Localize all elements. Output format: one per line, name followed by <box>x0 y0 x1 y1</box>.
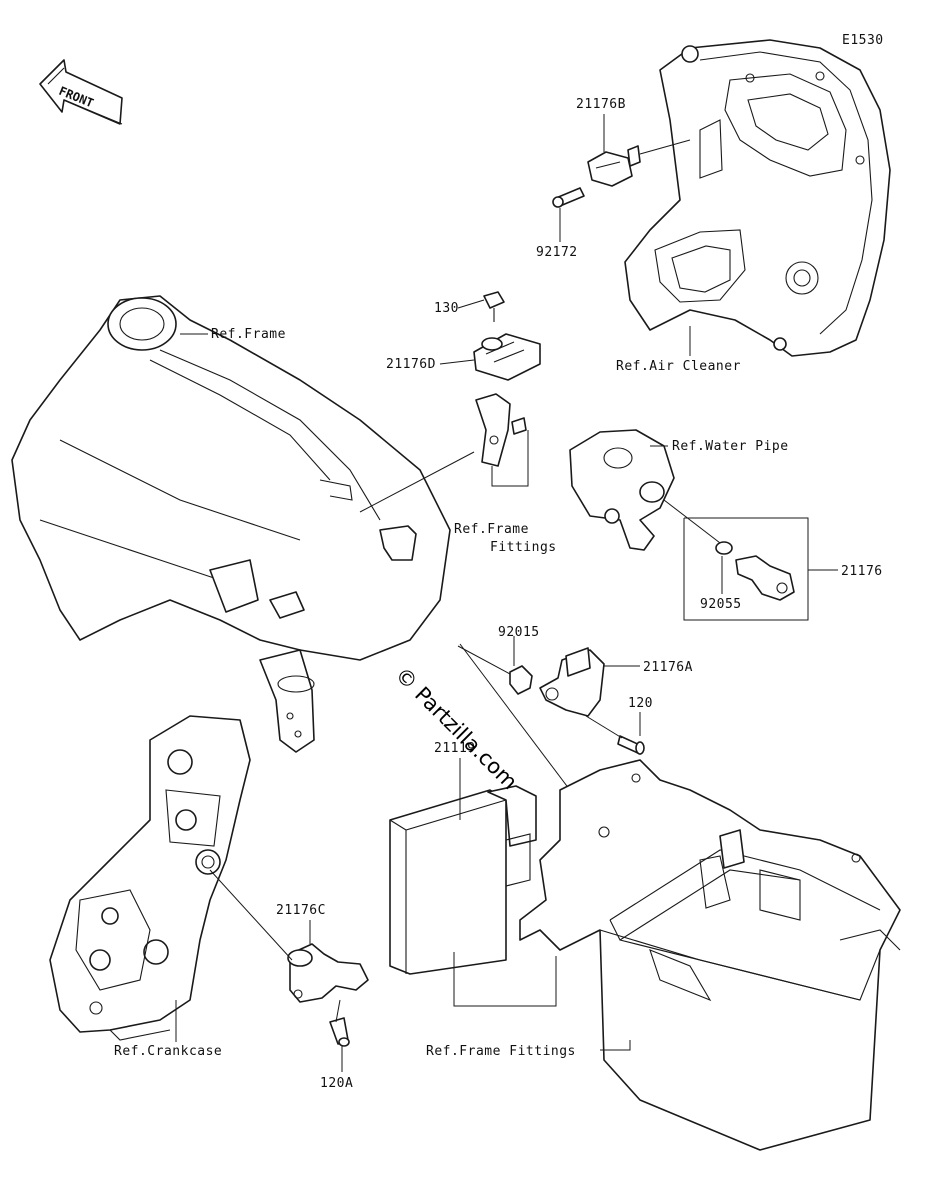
label-21119: 21119 <box>434 741 476 756</box>
bracket <box>475 393 527 467</box>
label-ref-water-pipe: Ref.Water Pipe <box>672 439 789 454</box>
air-cleaner-housing <box>624 39 891 357</box>
label-21176: 21176 <box>841 564 883 579</box>
label-ref-frame-fittings-line1: Ref.Frame <box>454 522 529 537</box>
battery-case <box>519 759 901 1151</box>
label-ref-crankcase: Ref.Crankcase <box>114 1044 222 1059</box>
frame <box>11 295 451 753</box>
oring-92055 <box>715 541 733 555</box>
label-21176b: 21176B <box>576 97 626 112</box>
label-ref-frame-fittings-bottom: Ref.Frame Fittings <box>426 1044 576 1059</box>
label-92172: 92172 <box>536 245 578 260</box>
sensor-21176a <box>539 647 605 717</box>
bolt-120 <box>617 735 645 755</box>
ecu-21119 <box>389 785 537 975</box>
watermark: © Partzilla.com <box>390 663 522 795</box>
bolt-92172 <box>552 187 585 208</box>
label-92015: 92015 <box>498 625 540 640</box>
label-ref-frame-fittings-line2: Fittings <box>490 540 557 555</box>
collar-92015 <box>509 665 533 695</box>
bolt-130 <box>483 291 505 322</box>
sensor-21176 <box>735 555 795 601</box>
sensor-21176c <box>287 943 369 1003</box>
label-ref-air-cleaner: Ref.Air Cleaner <box>616 359 741 374</box>
label-21176c: 21176C <box>276 903 326 918</box>
water-pipe <box>569 429 675 551</box>
label-120a: 120A <box>320 1076 353 1091</box>
label-21176a: 21176A <box>643 660 693 675</box>
label-ref-frame: Ref.Frame <box>211 327 286 342</box>
label-92055: 92055 <box>700 597 742 612</box>
label-130: 130 <box>434 301 459 316</box>
sensor-21176b <box>587 139 691 187</box>
label-120: 120 <box>628 696 653 711</box>
bolt-120a <box>329 1017 350 1047</box>
label-21176d: 21176D <box>386 357 436 372</box>
diagram-code: E1530 <box>842 33 884 48</box>
sensor-21176d <box>473 333 541 381</box>
crankcase <box>49 715 251 1041</box>
front-arrow-icon: FRONT <box>39 59 123 125</box>
